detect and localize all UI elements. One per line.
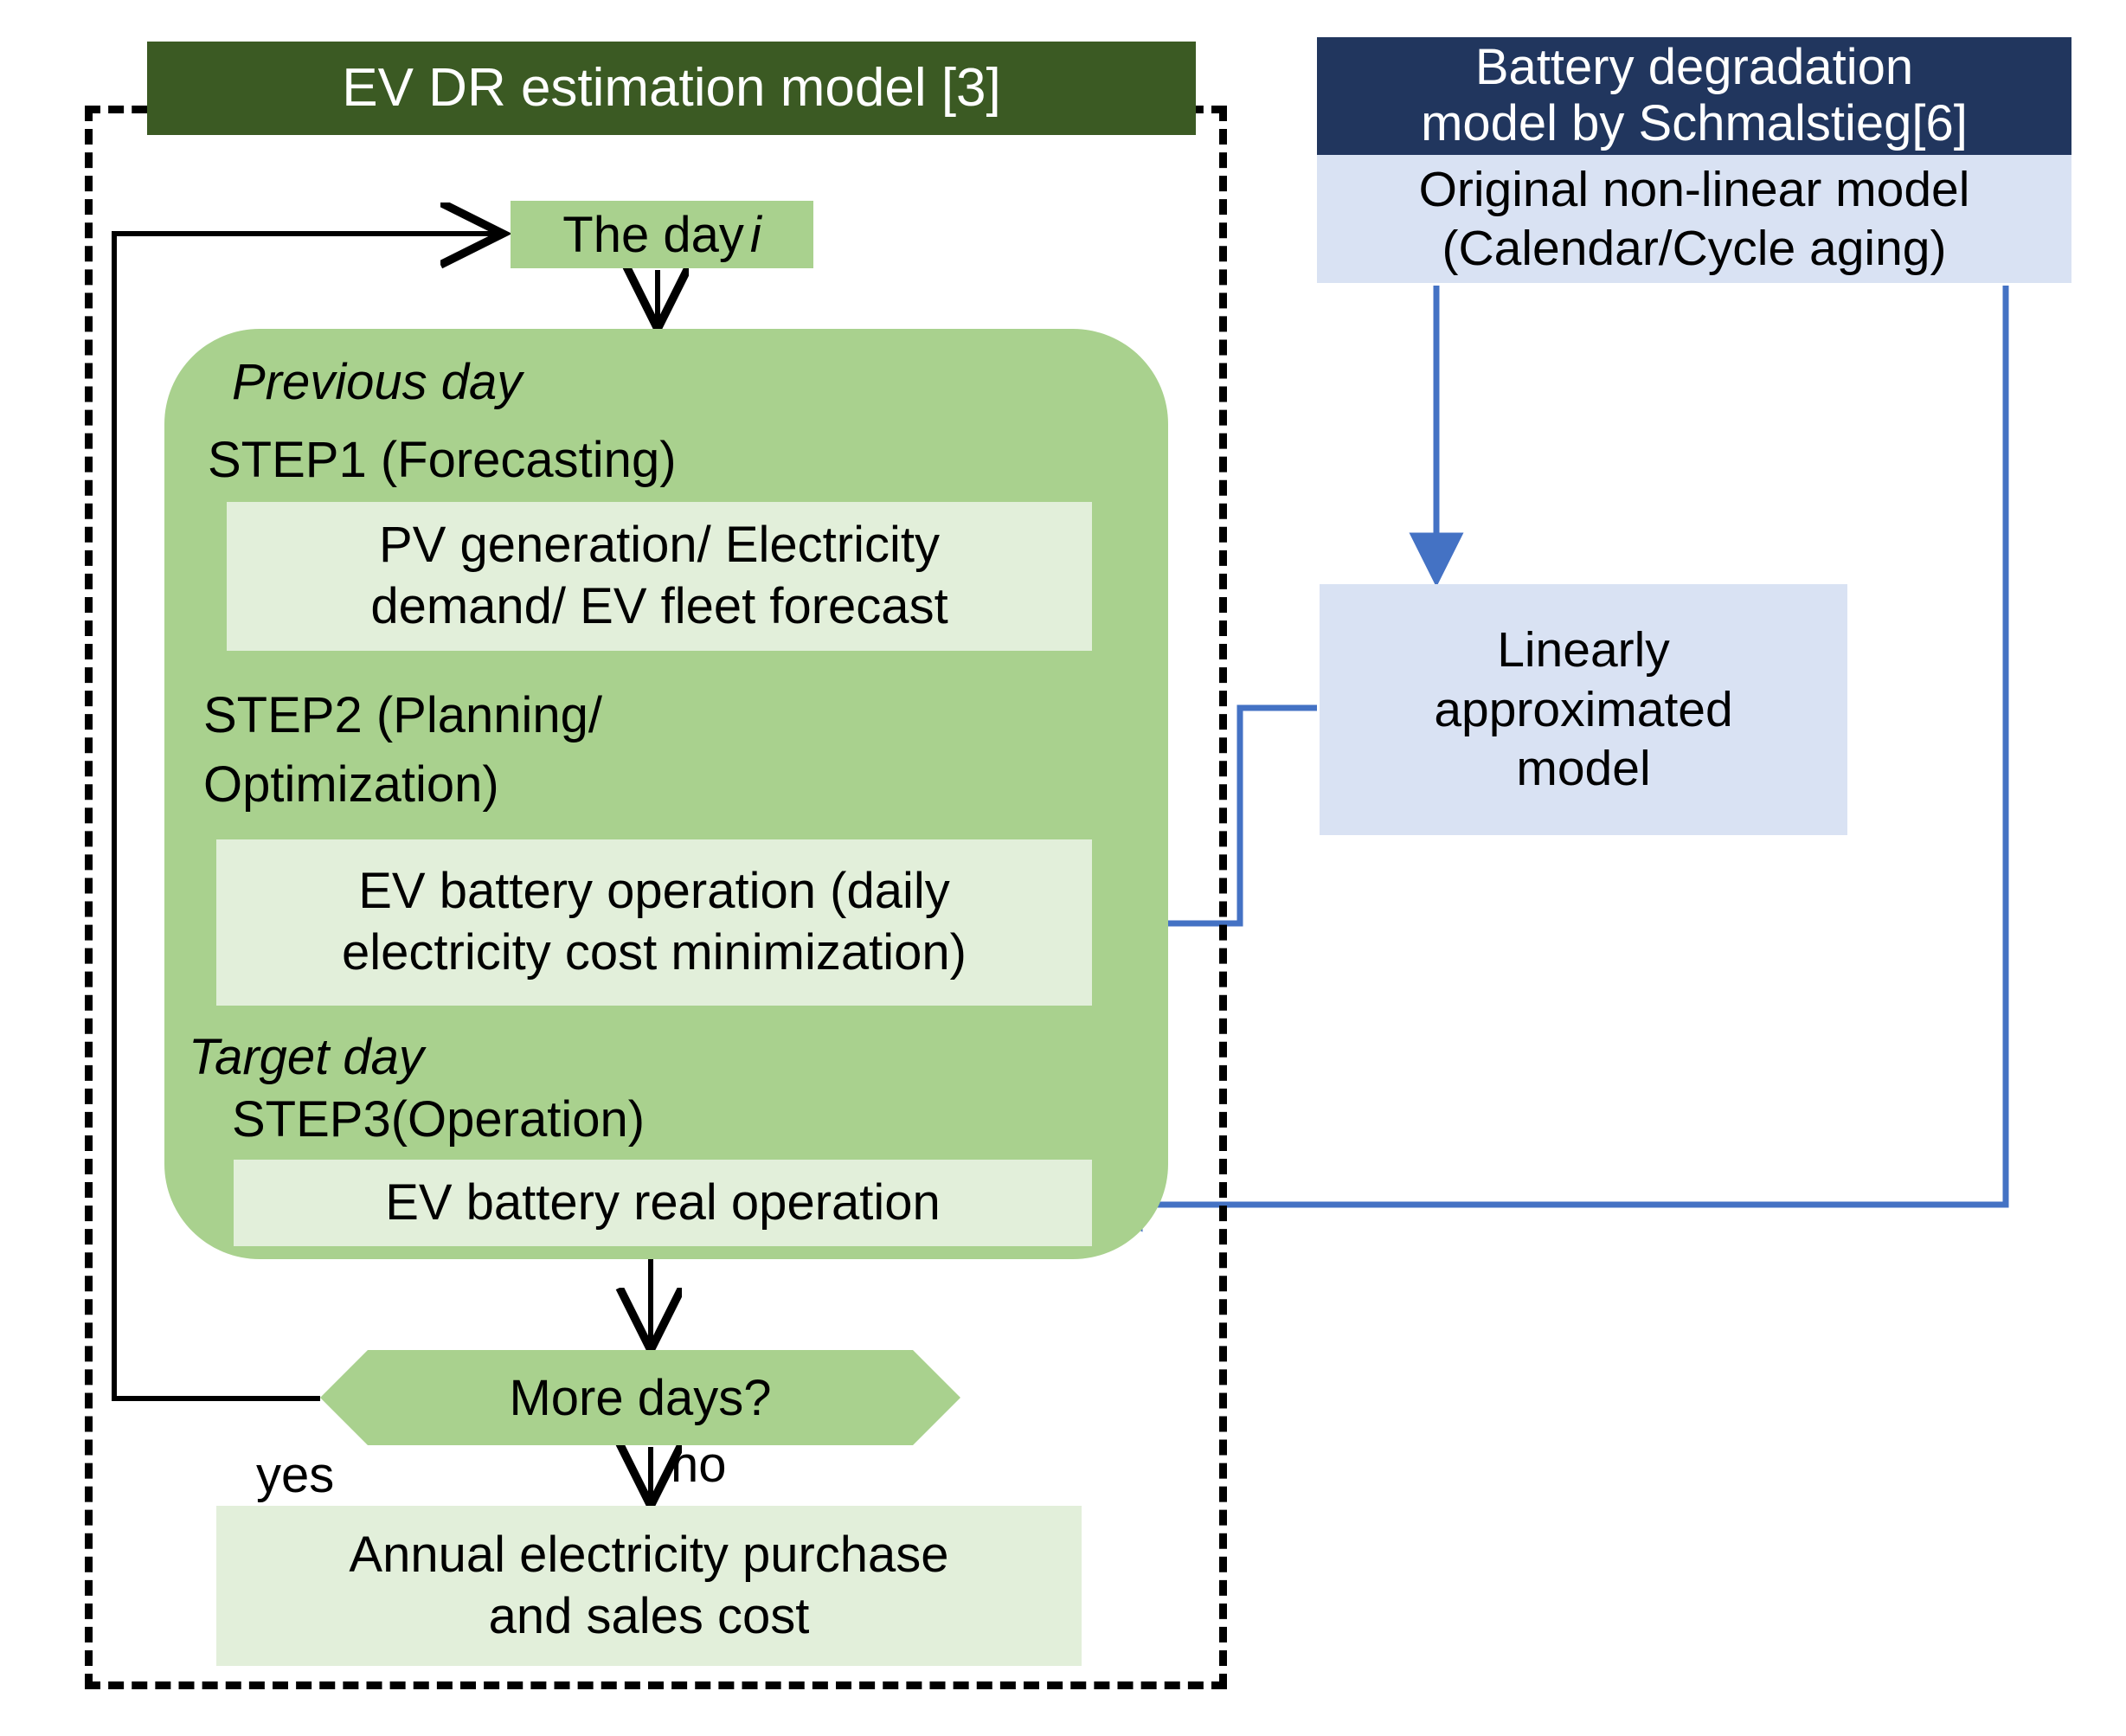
original-nonlinear-model-box: Original non-linear model (Calendar/Cycl… [1317,155,2071,283]
step1-label: STEP1 (Forecasting) [208,432,677,488]
daily-process-container [164,329,1168,1259]
forecast-box-line2: demand/ EV fleet forecast [370,578,948,634]
phase-label-target-day: Target day [189,1029,424,1085]
step2-label-line1: STEP2 (Planning/ [203,687,603,743]
original-model-line1: Original non-linear model [1418,161,1970,217]
ev-battery-operation-line1: EV battery operation (daily [358,863,950,920]
annual-cost-line1: Annual electricity purchase [349,1526,949,1583]
ev-battery-real-operation-line1: EV battery real operation [385,1173,941,1231]
start-node-index-variable: i [749,206,761,263]
linearly-approximated-model-box: Linearly approximated model [1320,584,1847,835]
start-node-text: The day [562,206,744,263]
annual-cost-line2: and sales cost [488,1587,810,1644]
step3-label: STEP3(Operation) [232,1091,646,1148]
step2-label-line2: Optimization) [203,756,499,813]
linear-model-line2: approximated [1434,681,1733,737]
ev-battery-operation-box: EV battery operation (daily electricity … [216,839,1092,1006]
annual-cost-box: Annual electricity purchase and sales co… [216,1506,1082,1666]
battery-degradation-header-line2: model by Schmalstieg[6] [1421,95,1968,151]
forecast-box: PV generation/ Electricity demand/ EV fl… [227,502,1092,651]
branch-label-yes: yes [256,1447,335,1503]
phase-label-previous-day: Previous day [232,354,523,410]
hexagon-shape [320,1350,960,1445]
branch-label-no: no [671,1437,727,1493]
battery-degradation-header: Battery degradation model by Schmalstieg… [1317,37,2071,155]
linear-model-line3: model [1516,741,1651,797]
ev-battery-operation-line2: electricity cost minimization) [342,924,967,981]
linear-model-line1: Linearly [1497,622,1670,678]
ev-battery-real-operation-box: EV battery real operation [234,1160,1092,1246]
more-days-label: More days? [509,1369,772,1426]
ev-dr-model-header: EV DR estimation model [3] [147,42,1196,135]
more-days-decision: More days? [320,1350,960,1445]
forecast-box-line1: PV generation/ Electricity [379,517,940,574]
start-node-the-day: The day i [511,201,813,268]
battery-degradation-header-line1: Battery degradation [1474,39,1914,96]
original-model-line2: (Calendar/Cycle aging) [1442,221,1947,276]
